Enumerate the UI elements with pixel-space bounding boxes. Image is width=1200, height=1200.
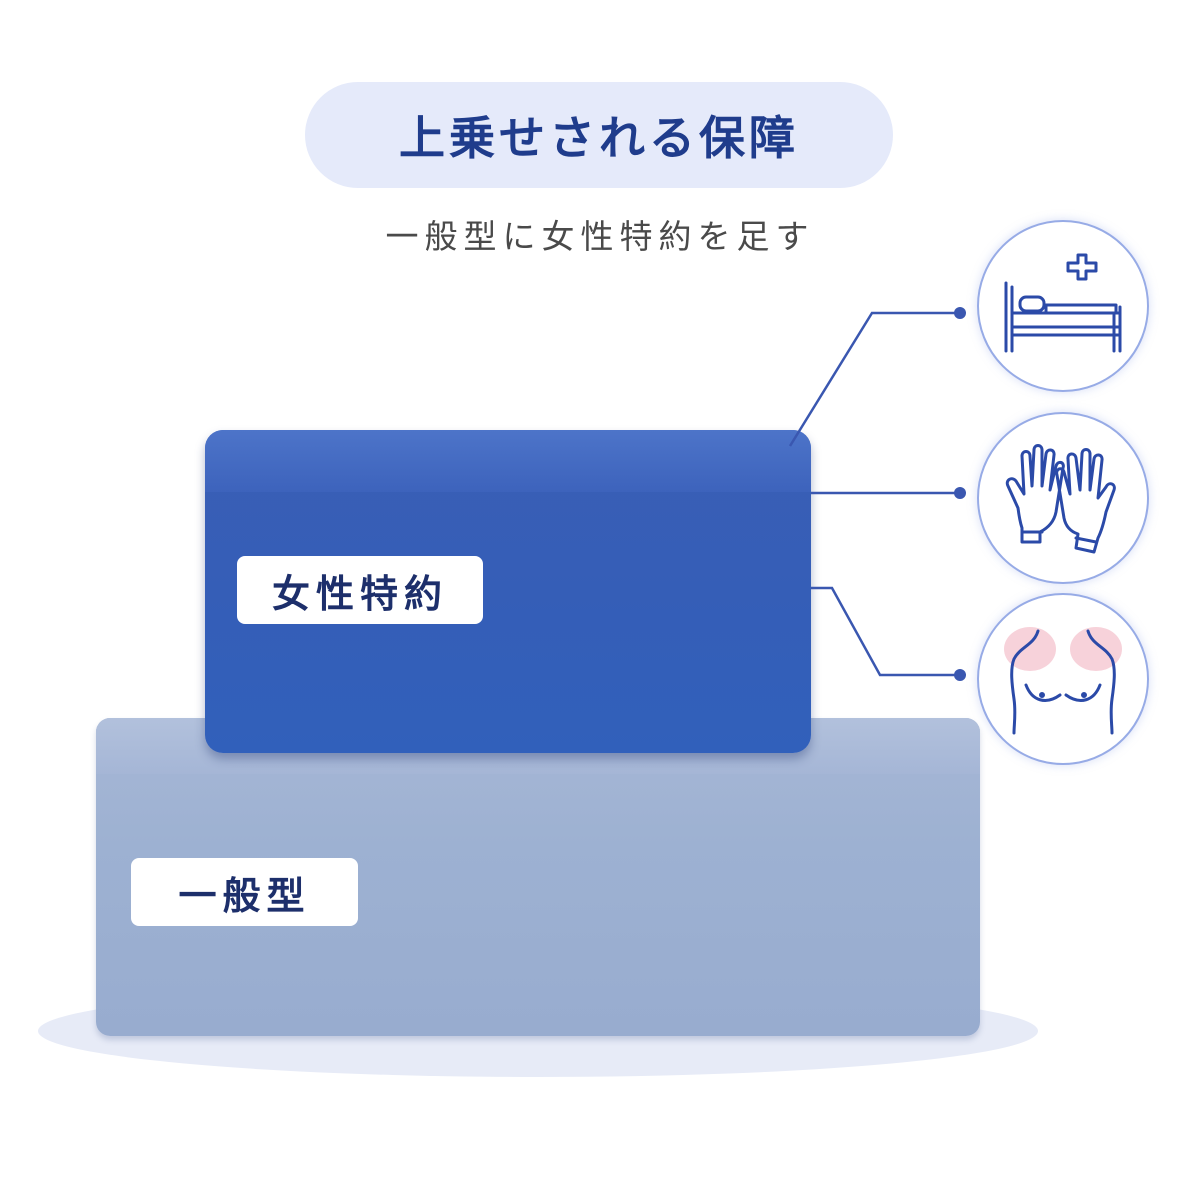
female-chest-icon	[1004, 627, 1122, 735]
rider-block-top-face	[205, 430, 811, 492]
connector-dot-3	[954, 669, 966, 681]
gloves-circle	[977, 412, 1149, 584]
hospital-circle	[977, 220, 1149, 392]
connector-dot-2	[954, 487, 966, 499]
connector-line-1	[788, 311, 960, 447]
connector-dot-1	[954, 307, 966, 319]
connector-line-3	[811, 586, 960, 677]
base-label: 一般型	[131, 858, 358, 926]
rider-label: 女性特約	[237, 556, 483, 624]
gloves-icon	[1005, 444, 1116, 554]
page-title: 上乗せされる保障	[399, 111, 799, 165]
female-health-circle	[977, 593, 1149, 765]
hospital-bed-icon	[1004, 253, 1122, 353]
rider-block	[205, 430, 811, 753]
title-pill: 上乗せされる保障	[305, 82, 893, 188]
page-subtitle: 一般型に女性特約を足す	[385, 217, 815, 256]
